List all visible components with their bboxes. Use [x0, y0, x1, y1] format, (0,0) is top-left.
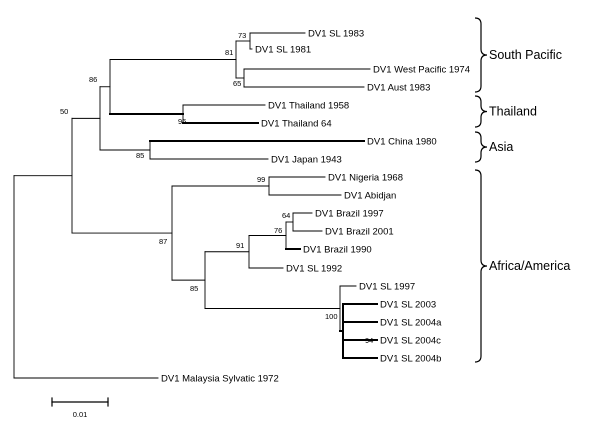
taxon-label: DV1 Thailand 1958	[268, 101, 349, 112]
bootstrap-value: 91	[236, 241, 244, 250]
south-pacific-bracket	[474, 17, 488, 93]
taxon-label: DV1 SL 2004c	[380, 336, 441, 347]
africa-america-label: Africa/America	[489, 259, 570, 273]
bootstrap-value: 64	[282, 211, 290, 220]
thailand-label: Thailand	[489, 105, 537, 119]
bootstrap-value: 50	[60, 107, 68, 116]
bootstrap-value: 65	[233, 79, 241, 88]
africa-america-bracket	[474, 169, 488, 363]
bootstrap-value: 86	[89, 75, 97, 84]
south-pacific-label: South Pacific	[489, 48, 562, 62]
bootstrap-value: 76	[274, 226, 282, 235]
bootstrap-value: 85	[190, 284, 198, 293]
taxon-label: DV1 SL 2003	[380, 300, 436, 311]
scale-bar-label: 0.01	[73, 410, 88, 419]
bootstrap-value: 73	[238, 31, 246, 40]
taxon-label: DV1 SL 2004b	[380, 354, 441, 365]
bootstrap-value: 85	[136, 151, 144, 160]
bootstrap-value: 81	[225, 48, 233, 57]
taxon-label: DV1 Malaysia Sylvatic 1972	[161, 374, 279, 385]
taxon-label: DV1 SL 1981	[255, 45, 311, 56]
asia-label: Asia	[489, 140, 513, 154]
taxon-label: DV1 Thailand 64	[261, 119, 332, 130]
clade-brackets	[474, 17, 488, 363]
bootstrap-value: 94	[365, 336, 373, 345]
taxon-label: DV1 Brazil 1990	[303, 245, 372, 256]
taxon-label: DV1 Brazil 2001	[325, 227, 394, 238]
bootstrap-value: 100	[325, 312, 338, 321]
taxon-label: DV1 SL 1997	[359, 282, 415, 293]
asia-bracket	[474, 131, 488, 163]
taxon-label: DV1 Abidjan	[344, 191, 396, 202]
taxon-label: DV1 Japan 1943	[271, 155, 342, 166]
taxon-label: DV1 SL 1983	[308, 29, 364, 40]
bootstrap-value: 99	[257, 175, 265, 184]
tree-branches	[13, 32, 378, 379]
taxon-label: DV1 Aust 1983	[367, 83, 430, 94]
bootstrap-value: 96	[178, 117, 186, 126]
taxon-label: DV1 SL 2004a	[380, 318, 442, 329]
thailand-bracket	[474, 95, 488, 128]
taxon-label: DV1 West Pacific 1974	[373, 65, 470, 76]
scale-bar: 0.01	[51, 397, 109, 419]
bootstrap-value: 87	[159, 237, 167, 246]
taxon-label: DV1 SL 1992	[286, 264, 342, 275]
taxon-label: DV1 Brazil 1997	[315, 209, 384, 220]
taxon-label: DV1 Nigeria 1968	[328, 173, 403, 184]
taxon-label: DV1 China 1980	[367, 137, 437, 148]
